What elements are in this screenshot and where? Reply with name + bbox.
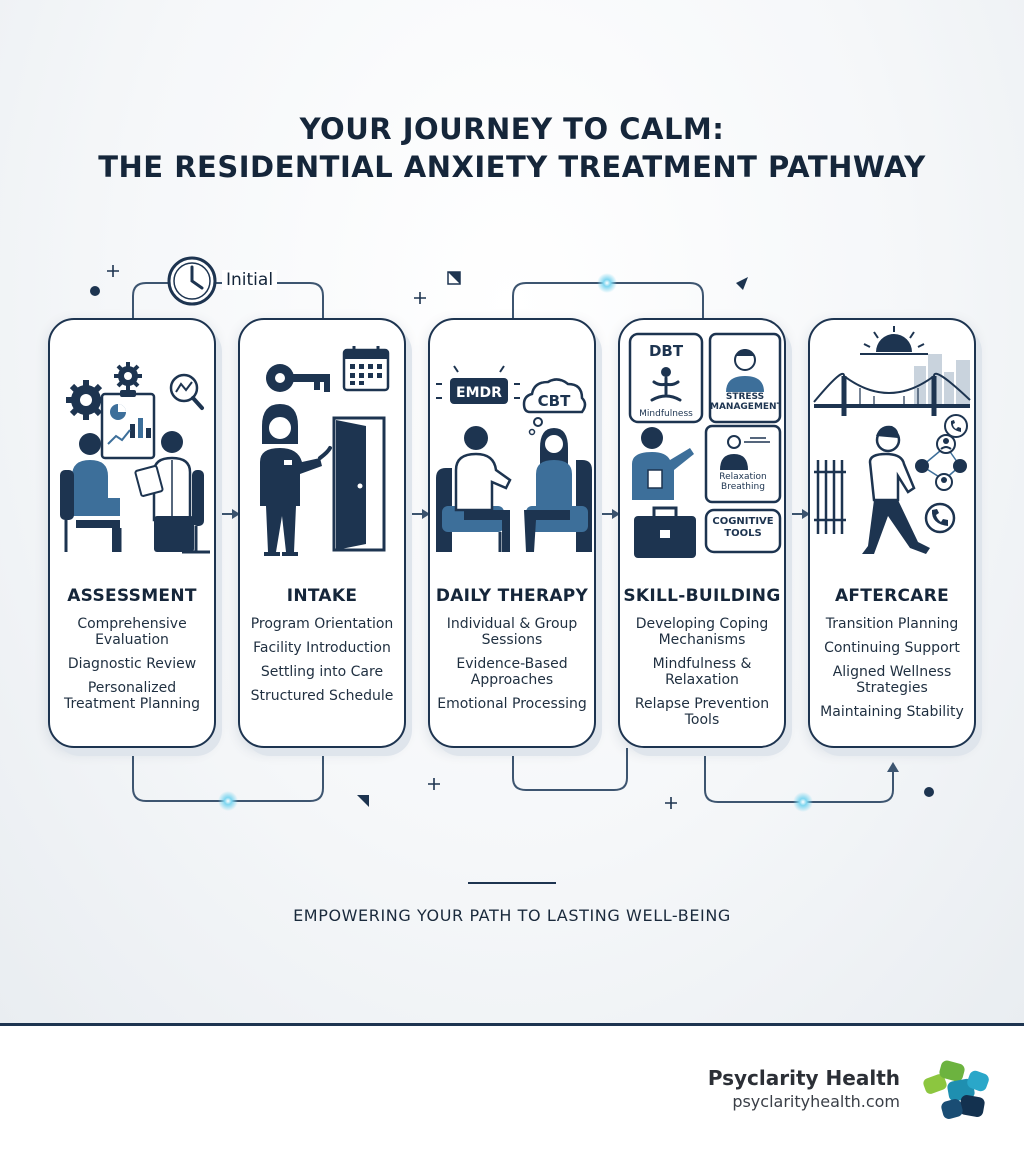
footer xyxy=(0,1026,1024,1154)
bubble-stress-management: STRESS MANAGEMENT xyxy=(710,392,780,412)
bubble-cognitive-tools: COGNITIVE TOOLS xyxy=(712,516,774,539)
step-card-daily-therapy: EMDR CBT DAILY THERAPY Individual & Grou… xyxy=(428,318,596,748)
step-item: Personalized Treatment Planning xyxy=(64,680,200,712)
step-item: Transition Planning xyxy=(825,616,959,632)
brand-name: Psyclarity Health xyxy=(707,1066,900,1090)
sun-icon xyxy=(860,326,928,355)
bubble-relaxation-breathing: Relaxation Breathing xyxy=(719,472,767,492)
brand-url: psyclarityhealth.com xyxy=(732,1092,900,1111)
step-title: SKILL-BUILDING xyxy=(623,586,781,606)
step-item: Settling into Care xyxy=(260,664,384,680)
step-item: Mindfulness & Relaxation xyxy=(652,656,752,688)
bridge-icon xyxy=(813,372,971,416)
chart-icon xyxy=(100,390,156,460)
cognitive-tools-bubble: COGNITIVE TOOLS xyxy=(704,508,782,554)
connector-label: Initial xyxy=(222,270,278,290)
tagline: EMPOWERING YOUR PATH TO LASTING WELL-BEI… xyxy=(293,906,731,925)
bubble-emdr: EMDR xyxy=(456,385,502,401)
bubble-cbt: CBT xyxy=(538,392,571,410)
step-card-skill-building: DBT Mindfulness STRESS MANAGEMENT Rel xyxy=(618,318,786,748)
connector-lines xyxy=(90,256,934,812)
tagline-divider xyxy=(468,882,556,884)
calendar-icon xyxy=(342,346,390,392)
assessment-illustration xyxy=(60,362,210,554)
step-item: Evidence-Based Approaches xyxy=(456,656,568,688)
step-card-intake: INTAKE Program Orientation Facility Intr… xyxy=(238,318,406,748)
brand-logo xyxy=(923,1060,989,1119)
step-card-aftercare: AFTERCARE Transition Planning Continuing… xyxy=(808,318,976,748)
step-item: Structured Schedule xyxy=(250,688,394,704)
toolbox-icon xyxy=(634,506,696,558)
stress-management-bubble: STRESS MANAGEMENT xyxy=(708,332,782,424)
step-item: Developing Coping Mechanisms xyxy=(635,616,769,648)
footer-divider xyxy=(0,1023,1024,1026)
page-title-line-2: THE RESIDENTIAL ANXIETY TREATMENT PATHWA… xyxy=(98,150,926,184)
gear-icon xyxy=(66,362,142,420)
step-item: Maintaining Stability xyxy=(820,704,964,720)
step-item: Aligned Wellness Strategies xyxy=(832,664,952,696)
emdr-bubble: EMDR xyxy=(436,365,520,404)
cbt-bubble: CBT xyxy=(522,378,587,436)
step-card-assessment: ASSESSMENT Comprehensive Evaluation Diag… xyxy=(48,318,216,748)
relaxation-breathing-bubble: Relaxation Breathing xyxy=(704,424,782,504)
step-title: INTAKE xyxy=(286,586,358,606)
step-item: Comprehensive Evaluation xyxy=(77,616,187,648)
door-icon xyxy=(332,416,386,552)
bubble-mindfulness: Mindfulness xyxy=(639,409,693,419)
clock-icon xyxy=(167,256,217,306)
phone-icon xyxy=(924,414,968,534)
dbt-bubble: DBT Mindfulness xyxy=(628,332,704,424)
people-icon xyxy=(915,434,967,491)
page-title-line-1: YOUR JOURNEY TO CALM: xyxy=(299,112,725,146)
aftercare-illustration xyxy=(813,326,971,554)
step-title: AFTERCARE xyxy=(834,586,950,606)
step-item: Emotional Processing xyxy=(437,696,587,712)
skill-building-illustration: DBT Mindfulness STRESS MANAGEMENT Rel xyxy=(628,332,782,558)
bubble-dbt: DBT xyxy=(649,342,684,360)
step-item: Relapse Prevention Tools xyxy=(634,696,770,728)
key-icon xyxy=(266,364,330,392)
step-title: DAILY THERAPY xyxy=(435,586,589,606)
intake-illustration xyxy=(260,346,390,556)
step-item: Facility Introduction xyxy=(253,640,391,656)
step-item: Individual & Group Sessions xyxy=(446,616,578,648)
step-item: Continuing Support xyxy=(824,640,960,656)
step-item: Diagnostic Review xyxy=(67,656,197,672)
step-item: Program Orientation xyxy=(250,616,394,632)
daily-therapy-illustration: EMDR CBT xyxy=(436,365,592,552)
step-title: ASSESSMENT xyxy=(67,586,197,606)
